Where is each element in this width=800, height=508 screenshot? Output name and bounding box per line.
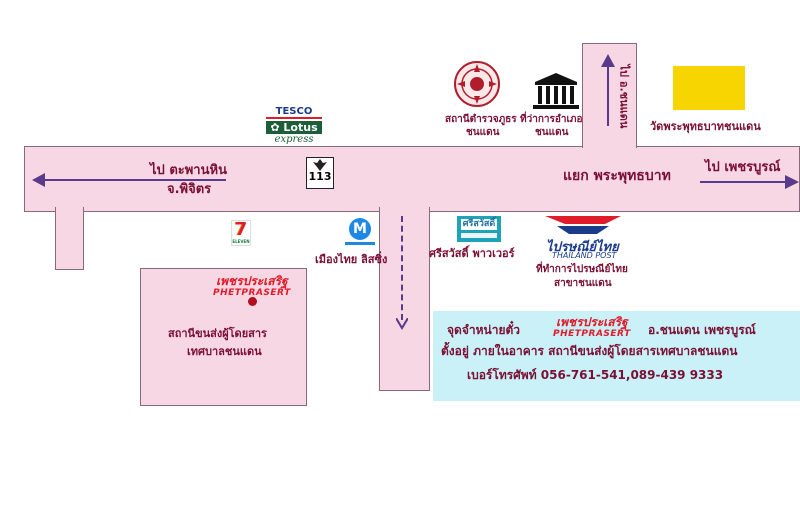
- eleven-text: ELEVEN: [232, 239, 250, 244]
- phetprasert-en: PHETPRASERT: [553, 329, 631, 339]
- label-post-line2: สาขาชนแดน: [554, 278, 612, 289]
- lotus-text: Lotus: [283, 121, 318, 134]
- label-srisawat: ศรีสวัสดิ์ พาวเวอร์: [429, 247, 515, 260]
- label-phichit: จ.พิจิตร: [167, 182, 212, 197]
- label-to-taphan-hin: ไป ตะพานหิน: [150, 163, 227, 178]
- label-district-line2: ชนแดน: [535, 127, 569, 138]
- police-emblem-icon: [454, 61, 500, 107]
- route-number: 113: [308, 170, 332, 183]
- garuda-icon: [313, 159, 327, 171]
- seven-eleven-logo: 7 ELEVEN: [231, 220, 251, 246]
- label-wat: วัดพระพุทธบาทชนแดน: [650, 120, 761, 133]
- arrow-east: [700, 181, 792, 183]
- mueang-thai-logo: M: [345, 218, 375, 246]
- label-police-line2: ชนแดน: [466, 127, 500, 138]
- label-mueang-thai: เมืองไทย ลิสซิ่ง: [315, 253, 388, 266]
- label-to-chon-daen: ไป อ.ชนแดน: [617, 64, 631, 129]
- thailand-post-wing-icon: [545, 216, 621, 234]
- route-113-sign: 113: [306, 157, 334, 189]
- info-line3: เบอร์โทรศัพท์ 056-761-541,089-439 9333: [467, 368, 724, 382]
- srisawat-logo: ศรีสวัสดิ์: [457, 216, 501, 242]
- express-text: express: [274, 134, 314, 145]
- road-south-branch: [379, 207, 430, 391]
- label-junction: แยก พระพุทธบาท: [563, 168, 671, 184]
- bus-terminal-block: [140, 268, 307, 406]
- phetprasert-en: PHETPRASERT: [213, 288, 291, 298]
- lotus-flower-icon: ✿: [270, 121, 280, 134]
- phetprasert-logo-terminal: เพชรประเสริฐ PHETPRASERT: [213, 275, 291, 299]
- label-to-phetchabun: ไป เพชรบูรณ์: [705, 160, 781, 175]
- district-office-building-icon: [533, 73, 579, 109]
- tesco-text: TESCO: [266, 106, 322, 119]
- thailand-post-logo-th: ไปรษณีย์ไทย: [546, 240, 619, 255]
- tesco-lotus-logo: TESCO ✿ Lotus express: [266, 106, 322, 145]
- arrowhead-west-icon: [32, 173, 45, 187]
- terminal-location-dot: [248, 297, 257, 306]
- arrowhead-north-icon: [601, 54, 615, 67]
- arrow-south-dashed: [401, 216, 403, 320]
- arrow-west: [40, 179, 226, 181]
- srisawat-mark: ศรีสวัสดิ์: [461, 219, 497, 230]
- label-terminal-line1: สถานีขนส่งผู้โดยสาร: [168, 327, 267, 340]
- arrow-north: [607, 64, 609, 126]
- phetprasert-th: เพชรประเสริฐ: [556, 315, 628, 329]
- road-left-stub: [55, 207, 84, 270]
- arrowhead-east-icon: [785, 175, 799, 189]
- phetprasert-th: เพชรประเสริฐ: [216, 274, 288, 288]
- label-police-line1: สถานีตำรวจภูธร: [445, 114, 517, 125]
- wat-marker: [673, 66, 745, 110]
- info-line1-prefix: จุดจำหน่ายตั๋ว: [447, 323, 521, 337]
- info-line1-suffix: อ.ชนแดน เพชรบูรณ์: [648, 323, 756, 337]
- label-terminal-line2: เทศบาลชนแดน: [187, 345, 262, 358]
- thailand-post-logo-en: THAILAND POST: [552, 251, 617, 260]
- ticket-info-box: จุดจำหน่ายตั๋ว เพชรประเสริฐ PHETPRASERT …: [433, 311, 800, 401]
- mueang-thai-mark: M: [349, 218, 371, 240]
- phetprasert-logo-info: เพชรประเสริฐ PHETPRASERT: [553, 316, 631, 340]
- arrowhead-south-icon: [396, 318, 408, 330]
- label-post-line1: ที่ทำการไปรษณีย์ไทย: [536, 264, 628, 275]
- info-line2: ตั้งอยู่ ภายในอาคาร สถานีขนส่งผู้โดยสารเ…: [441, 344, 738, 358]
- seven-digit: 7: [234, 219, 248, 240]
- label-district-line1: ที่ว่าการอำเภอ: [520, 114, 583, 125]
